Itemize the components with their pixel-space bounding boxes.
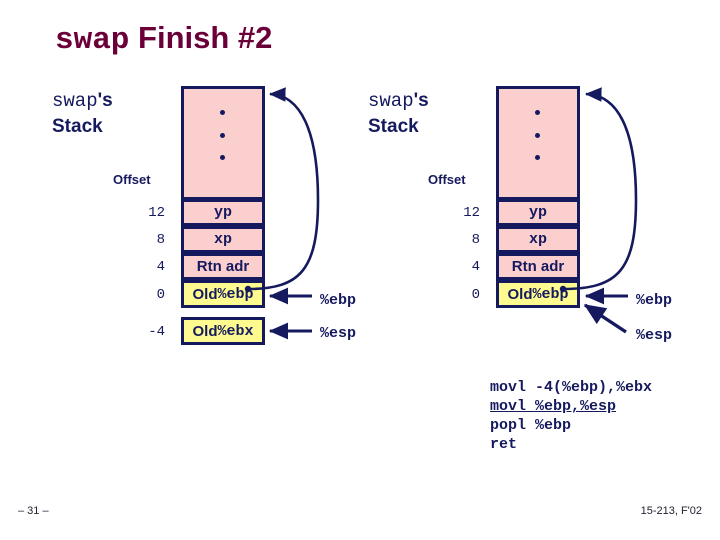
right-stack-ellipsis-dots [533,110,541,160]
left-stack-label-possessive: 's [97,90,113,111]
footer-slide-number: – 31 – [18,505,49,517]
left-offset-neg4: -4 [148,324,165,340]
code-block: movl -4(%ebp),%ebx movl %ebp,%esp popl %… [490,378,652,454]
left-row-yp-label: yp [213,204,232,221]
left-offset-0: 0 [156,287,165,303]
right-row-old-ebp-reg: %ebp [532,285,569,303]
right-row-old-ebp: Old %ebp [496,280,580,308]
right-row-old-ebp-prefix: Old [507,285,533,303]
left-row-old-ebx: Old %ebx [181,317,265,345]
left-row-old-ebx-reg: %ebx [217,322,254,340]
left-row-xp: xp [181,226,265,253]
right-stack-label-mono: swap [368,90,414,112]
page-title-mono: swap [55,23,130,58]
left-offset-12: 12 [148,205,165,221]
left-row-xp-label: xp [213,231,232,248]
code-line-3: popl %ebp [490,417,572,434]
right-reg-esp-label: %esp [636,327,673,344]
right-stack-label: swap's Stack [368,88,429,140]
right-esp-arrow [583,303,627,334]
code-line-2-highlighted: movl %ebp,%esp [490,398,617,415]
left-row-old-ebp-prefix: Old [192,285,218,303]
left-stack-ellipsis-dots [218,110,226,160]
left-stack-label: swap's Stack [52,88,113,140]
code-line-1: movl -4(%ebp),%ebx [490,379,653,396]
right-row-rtn-adr-label: Rtn adr [511,258,565,275]
right-reg-ebp-label: %ebp [636,292,673,309]
page-title-sans: Finish #2 [129,20,273,55]
footer-course-info: 15-213, F'02 [640,505,702,517]
right-stack-label-line2: Stack [368,116,419,137]
right-offset-0: 0 [471,287,480,303]
left-row-old-ebp-reg: %ebp [217,285,254,303]
left-reg-esp-label: %esp [320,325,357,342]
right-stack-label-possessive: 's [413,90,429,111]
left-row-old-ebx-prefix: Old [192,322,218,340]
right-row-rtn-adr: Rtn adr [496,253,580,280]
right-offset-4: 4 [471,259,480,275]
right-offset-12: 12 [463,205,480,221]
left-row-rtn-adr: Rtn adr [181,253,265,280]
left-row-yp: yp [181,199,265,226]
code-line-4: ret [490,436,518,453]
right-offset-heading: Offset [428,172,466,187]
right-row-yp-label: yp [528,204,547,221]
left-reg-ebp-label: %ebp [320,292,357,309]
left-stack-label-mono: swap [52,90,98,112]
right-row-xp: xp [496,226,580,253]
right-row-xp-label: xp [528,231,547,248]
left-row-rtn-adr-label: Rtn adr [196,258,250,275]
left-stack-label-line2: Stack [52,116,103,137]
page-title: swap Finish #2 [55,20,272,58]
right-offset-8: 8 [471,232,480,248]
left-offset-8: 8 [156,232,165,248]
left-offset-4: 4 [156,259,165,275]
left-row-old-ebp: Old %ebp [181,280,265,308]
left-offset-heading: Offset [113,172,151,187]
right-row-yp: yp [496,199,580,226]
